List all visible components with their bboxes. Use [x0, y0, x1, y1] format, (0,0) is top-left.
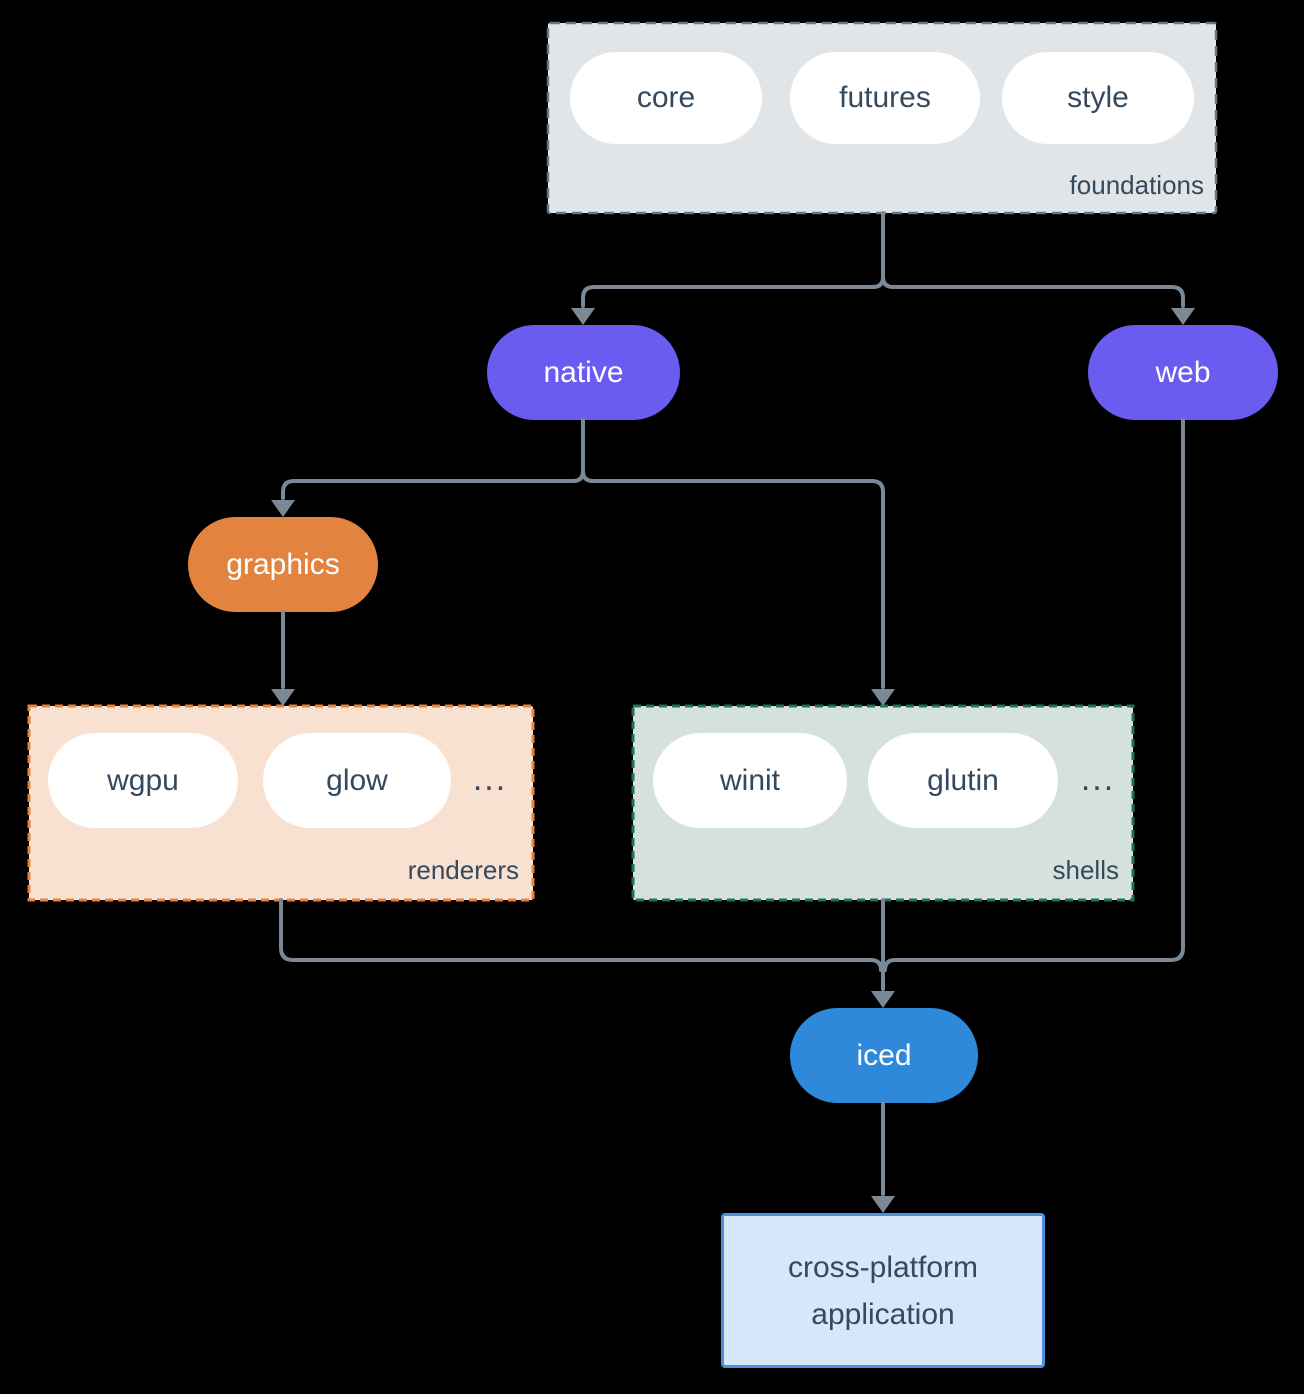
edge-foundations-native: [581, 275, 885, 308]
foundations-label: foundations: [1069, 170, 1204, 200]
node-web: web: [1088, 325, 1278, 420]
edge-renderers-merge: [279, 898, 883, 972]
node-winit: winit: [653, 733, 847, 828]
node-futures: futures: [790, 52, 980, 144]
renderers-ellipsis: ...: [472, 760, 508, 798]
node-core: core: [570, 52, 762, 144]
shells-ellipsis: ...: [1080, 760, 1116, 798]
node-iced: iced: [790, 1008, 978, 1103]
node-wgpu: wgpu: [48, 733, 238, 828]
node-graphics: graphics: [188, 517, 378, 612]
arrowhead-renderers: [271, 689, 295, 706]
edge-native-shells: [581, 469, 885, 689]
application-text-line1: cross-platform: [787, 1250, 979, 1284]
arrowhead-iced: [871, 991, 895, 1008]
node-native: native: [487, 325, 680, 420]
cross-platform-application-box: cross-platform application: [721, 1213, 1045, 1368]
arrowhead-application: [871, 1196, 895, 1213]
arrowhead-web: [1171, 308, 1195, 325]
arrowhead-native: [571, 308, 595, 325]
arrowhead-graphics: [271, 500, 295, 517]
shells-label: shells: [1052, 855, 1119, 885]
node-glow: glow: [263, 733, 451, 828]
edge-native-graphics: [281, 469, 585, 500]
node-style: style: [1002, 52, 1194, 144]
arrowhead-shells: [871, 689, 895, 706]
edge-foundations-web: [881, 275, 1185, 308]
node-glutin: glutin: [868, 733, 1058, 828]
renderers-label: renderers: [407, 855, 519, 885]
application-text-line2: application: [811, 1297, 955, 1331]
